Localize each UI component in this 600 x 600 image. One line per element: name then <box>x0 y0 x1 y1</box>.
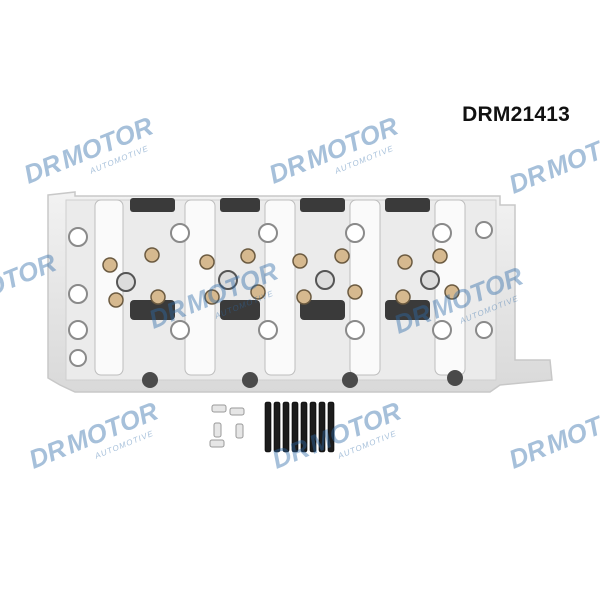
head-bolts <box>264 401 335 453</box>
dowel-pins <box>209 404 245 448</box>
part-number: DRM21413 <box>462 103 570 126</box>
cylinder-head <box>47 191 553 393</box>
